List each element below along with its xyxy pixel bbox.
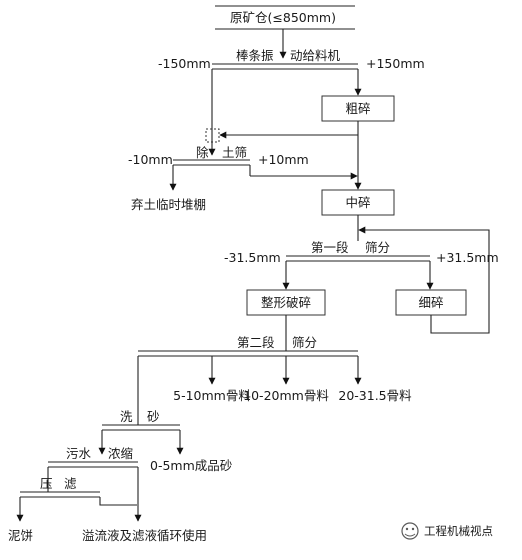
screen1-label-left: 第一段 <box>311 240 349 255</box>
screen1-label-right: 筛分 <box>365 240 390 255</box>
product-c-label: 20-31.5骨料 <box>338 388 412 403</box>
filter-press-label-left: 压 <box>40 476 53 491</box>
filter-press-label-right: 滤 <box>64 476 77 491</box>
primary-crusher-label: 粗碎 <box>345 101 370 116</box>
fine-crusher-recycle-loop <box>358 226 490 334</box>
screen2-label-right: 筛分 <box>292 335 317 350</box>
screen2-label-left: 第二段 <box>237 335 275 350</box>
screen1-plus-label: +31.5mm <box>436 250 499 265</box>
waste-shed-label: 弃土临时堆棚 <box>131 197 206 212</box>
shaping-crusher-label: 整形破碎 <box>261 295 311 310</box>
feeder-plus-label: +150mm <box>366 56 425 71</box>
cake-label: 泥饼 <box>8 528 33 543</box>
watermark-label: 工程机械视点 <box>424 524 493 538</box>
recycle-label: 溢流液及滤液循环使用 <box>82 528 207 543</box>
thickener-label-right: 浓缩 <box>108 446 133 461</box>
fine-crusher-label: 细碎 <box>418 295 443 310</box>
fine-crusher-box <box>395 289 467 316</box>
feeder-minus-label: -150mm <box>158 56 211 71</box>
dashed-junction <box>205 128 220 143</box>
product-a-label: 5-10mm骨料 <box>173 388 251 403</box>
washing-label-right: 砂 <box>147 409 160 424</box>
feeder-label-left: 棒条振 <box>236 48 274 63</box>
debris-minus-label: -10mm <box>128 152 173 167</box>
thickener-label-left: 污水 <box>66 446 92 461</box>
debris-screen-label-right: 土筛 <box>222 145 247 160</box>
debris-screen-label-left: 除 <box>196 145 209 160</box>
raw-ore-bin-label: 原矿仓(≤850mm) <box>230 10 336 25</box>
sand-product-label: 0-5mm成品砂 <box>150 458 232 473</box>
washing-label-left: 洗 <box>120 409 133 424</box>
filtrate-line <box>99 497 137 506</box>
product-b-label: 10-20mm骨料 <box>243 388 329 403</box>
feeder-label-right: 动给料机 <box>290 48 341 63</box>
screen1-minus-label: -31.5mm <box>224 250 281 265</box>
secondary-crusher-label: 中碎 <box>345 195 370 210</box>
shaping-crusher-box <box>246 289 326 316</box>
debris-plus-label: +10mm <box>258 152 309 167</box>
wechat-icon <box>401 522 419 540</box>
